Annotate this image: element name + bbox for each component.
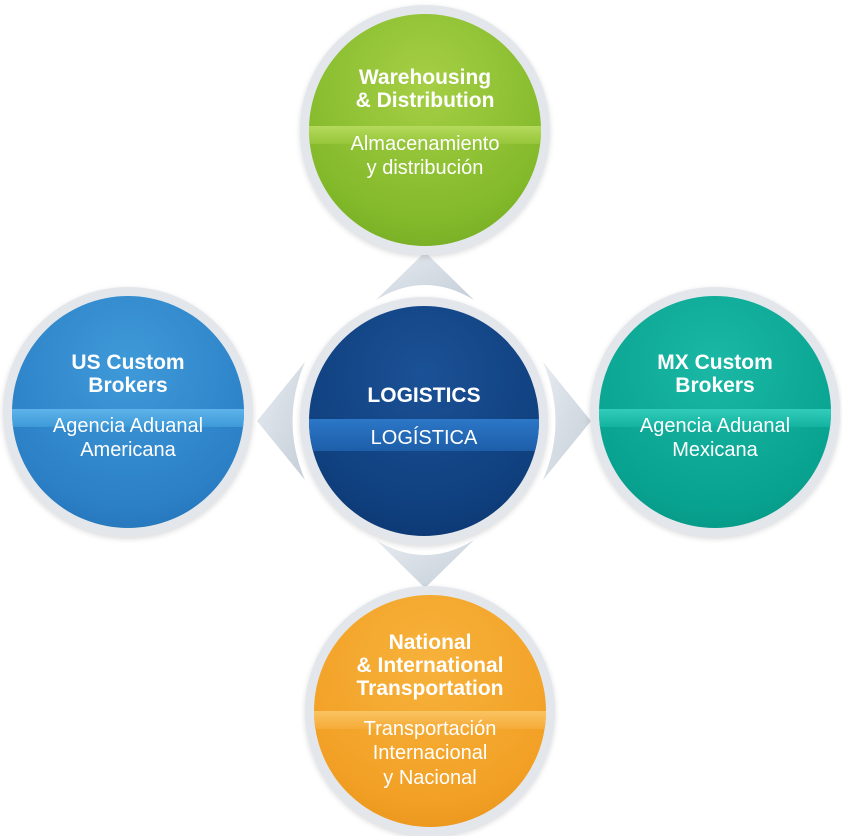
node-title: MX Custom Brokers bbox=[657, 351, 773, 398]
node-subtitle: Agencia Aduanal Americana bbox=[52, 415, 204, 462]
warehousing-distribution-node: Warehousing & Distribution Almacenamient… bbox=[300, 5, 550, 255]
logistics-center-node: LOGISTICS LOGÍSTICA bbox=[300, 297, 548, 545]
node-title: LOGISTICS bbox=[367, 384, 481, 407]
band bbox=[314, 711, 546, 729]
band bbox=[309, 419, 539, 451]
arrow-up bbox=[376, 252, 474, 300]
node-title: National & International Transportation bbox=[356, 631, 504, 701]
transportation-node: National & International Transportation … bbox=[305, 586, 555, 836]
node-title: US Custom Brokers bbox=[71, 351, 185, 398]
arrow-right bbox=[543, 362, 591, 480]
node-subtitle: Almacenamiento y distribución bbox=[350, 133, 500, 180]
band bbox=[309, 126, 541, 144]
node-subtitle: Agencia Aduanal Mexicana bbox=[639, 415, 791, 462]
node-title: Warehousing & Distribution bbox=[355, 66, 495, 113]
node-subtitle: Transportación Internacional y Nacional bbox=[363, 718, 497, 789]
node-subtitle: LOGÍSTICA bbox=[370, 427, 478, 449]
band bbox=[12, 409, 244, 427]
arrow-down bbox=[376, 540, 474, 588]
arrow-left bbox=[257, 362, 305, 480]
band bbox=[599, 409, 831, 427]
us-custom-brokers-node: US Custom Brokers Agencia Aduanal Americ… bbox=[3, 287, 253, 537]
mx-custom-brokers-node: MX Custom Brokers Agencia Aduanal Mexica… bbox=[590, 287, 840, 537]
